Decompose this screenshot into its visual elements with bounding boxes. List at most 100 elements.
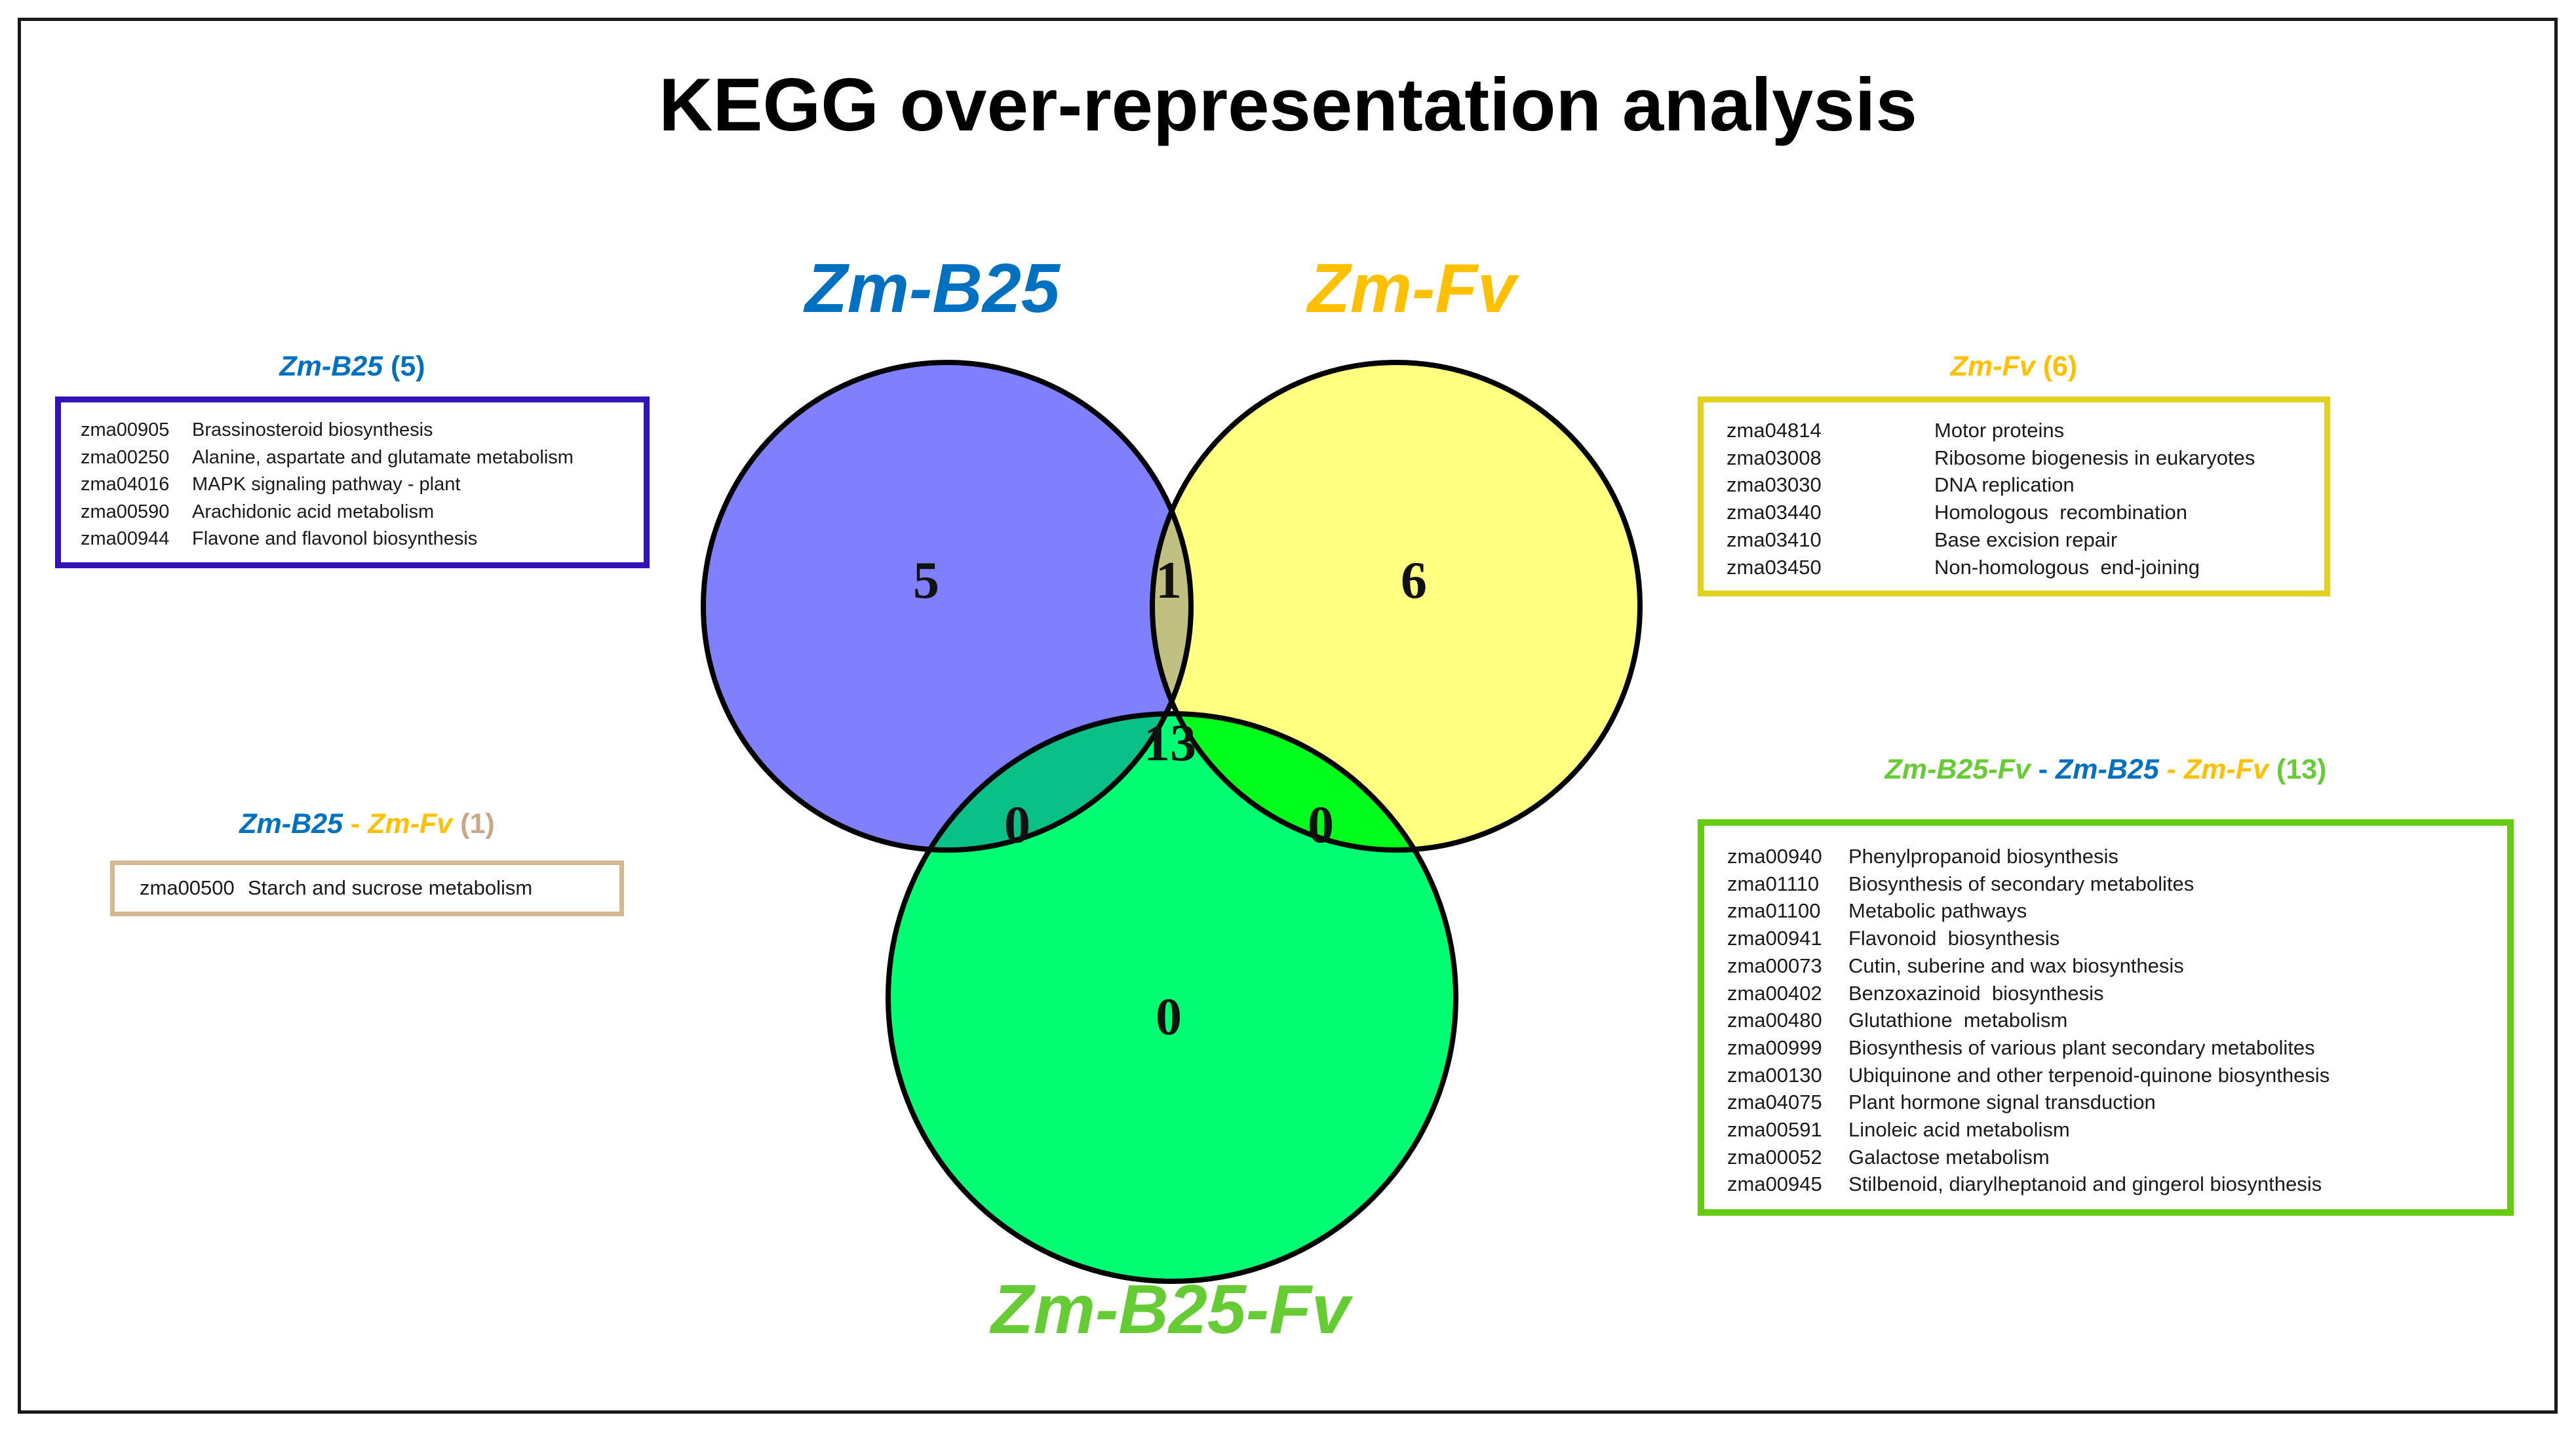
pathway-name: Cutin, suberine and wax biosynthesis — [1848, 954, 2184, 977]
heading-pair-b: Zm-Fv — [368, 808, 453, 840]
pathway-name: Glutathione metabolism — [1848, 1009, 2068, 1032]
box-heading-combined: Zm-B25-Fv - Zm-B25 - Zm-Fv (13) — [1698, 754, 2514, 786]
pathway-name: DNA replication — [1934, 473, 2075, 497]
pathway-name: Starch and sucrose metabolism — [248, 876, 533, 899]
heading-pair-count: (1) — [460, 808, 495, 840]
count-b25fv-only: 0 — [1156, 988, 1182, 1046]
pathway-name: Base excision repair — [1934, 528, 2118, 551]
pathway-name: Non-homologous end-joining — [1934, 555, 2200, 579]
pathway-name: Galactose metabolism — [1848, 1145, 2050, 1169]
pathway-id: zma03440 — [1727, 501, 1822, 524]
pathway-id: zma00905 — [81, 419, 170, 440]
pathway-id: zma00945 — [1727, 1172, 1822, 1196]
pathway-row: zma00944 Flavone and flavonol biosynthesi… — [81, 526, 628, 553]
figure-frame — [18, 18, 2558, 1414]
pathway-name: Phenylpropanoid biosynthesis — [1848, 845, 2118, 868]
count-fv-only: 6 — [1401, 552, 1427, 610]
pathway-row: zma00250 Alanine, aspartate and glutamate… — [81, 444, 628, 472]
heading-combined-b: Zm-B25 — [2056, 754, 2159, 785]
heading-combined-sep1: - — [2030, 754, 2056, 785]
pathway-id: zma00591 — [1727, 1118, 1822, 1142]
pathway-id: zma00130 — [1727, 1063, 1822, 1087]
heading-combined-sep2: - — [2158, 754, 2184, 785]
pathway-box-pair: zma00500 Starch and sucrose metabolism — [110, 861, 624, 916]
outline-fv — [1150, 360, 1643, 853]
heading-b25-name: Zm-B25 — [279, 351, 383, 382]
pathway-id: zma04075 — [1727, 1091, 1822, 1114]
pathway-id: zma00250 — [81, 446, 170, 468]
pathway-name: Biosynthesis of various plant secondary … — [1848, 1036, 2315, 1059]
count-all: 13 — [1144, 714, 1196, 772]
count-b25-b25fv: 0 — [1004, 796, 1030, 854]
pathway-id: zma03008 — [1727, 446, 1822, 469]
pathway-id: zma03030 — [1727, 473, 1822, 497]
pathway-name: Biosynthesis of secondary metabolites — [1848, 872, 2195, 895]
pathway-id: zma00480 — [1727, 1009, 1822, 1032]
pathway-row: zma01110 Biosynthesis of secondary metabo… — [1727, 870, 2491, 898]
heading-fv-count: (6) — [2042, 351, 2078, 382]
heading-combined-c: Zm-Fv — [2183, 754, 2269, 785]
pathway-id: zma00999 — [1727, 1036, 1822, 1059]
pathway-name: Arachidonic acid metabolism — [192, 501, 435, 522]
pathway-row: zma00480 Glutathione metabolism — [1727, 1007, 2491, 1034]
pathway-id: zma04814 — [1727, 419, 1822, 442]
pathway-name: Metabolic pathways — [1848, 899, 2027, 923]
box-heading-b25: Zm-B25 (5) — [55, 351, 650, 383]
set-circle-fv — [1152, 362, 1640, 850]
pathway-name: MAPK signaling pathway - plant — [192, 474, 461, 495]
count-fv-b25fv: 0 — [1308, 796, 1334, 854]
pathway-row: zma03030 DNA replication — [1727, 471, 2309, 499]
count-b25-fv: 1 — [1156, 552, 1182, 610]
set-label-fv: Zm-Fv — [1308, 250, 1516, 327]
pathway-id: zma00402 — [1727, 981, 1822, 1005]
pathway-id: zma00590 — [81, 501, 170, 522]
count-b25-only: 5 — [913, 552, 939, 610]
pathway-row: zma00999 Biosynthesis of various plant se… — [1727, 1034, 2491, 1062]
pathway-id: zma01110 — [1727, 872, 1820, 895]
pathway-row: zma01100 Metabolic pathways — [1727, 897, 2491, 925]
figure-title: KEGG over-representation analysis — [659, 64, 1917, 147]
pathway-id: zma00944 — [81, 528, 170, 549]
pathway-name: Alanine, aspartate and glutamate metabol… — [192, 446, 574, 468]
outline-b25 — [701, 360, 1194, 853]
pathway-row: zma00905 Brassinosteroid biosynthesis — [81, 417, 628, 444]
pathway-id: zma00941 — [1727, 927, 1822, 950]
pathway-id: zma00940 — [1727, 845, 1822, 868]
pathway-row: zma00940 Phenylpropanoid biosynthesis — [1727, 843, 2491, 870]
pathway-name: Flavonoid biosynthesis — [1848, 927, 2060, 950]
heading-fv-name: Zm-Fv — [1950, 351, 2035, 382]
heading-combined-a: Zm-B25-Fv — [1884, 754, 2031, 785]
pathway-name: Ribosome biogenesis in eukaryotes — [1934, 446, 2255, 469]
pathway-id: zma01100 — [1727, 899, 1821, 923]
pathway-row: zma00590 Arachidonic acid metabolism — [81, 499, 628, 526]
pathway-name: Brassinosteroid biosynthesis — [192, 419, 433, 440]
heading-combined-count: (13) — [2276, 754, 2327, 785]
pathway-name: Linoleic acid metabolism — [1848, 1118, 2070, 1142]
pathway-id: zma00052 — [1727, 1145, 1822, 1169]
pathway-id: zma00500 — [140, 876, 235, 899]
pathway-row: zma00945 Stilbenoid, diarylheptanoid and … — [1727, 1171, 2491, 1198]
set-circle-b25 — [703, 362, 1191, 850]
heading-b25-count: (5) — [391, 351, 425, 382]
pathway-name: Flavone and flavonol biosynthesis — [192, 528, 478, 549]
pathway-id: zma00073 — [1727, 954, 1822, 977]
heading-pair-a: Zm-B25 — [239, 808, 343, 840]
pathway-row: zma00500 Starch and sucrose metabolism — [140, 874, 604, 902]
box-heading-pair: Zm-B25 - Zm-Fv (1) — [110, 808, 624, 840]
box-heading-fv: Zm-Fv (6) — [1698, 351, 2330, 383]
pathway-row: zma00052 Galactose metabolism — [1727, 1144, 2491, 1171]
pathway-id: zma03410 — [1727, 528, 1822, 551]
pathway-row: zma03410 Base excision repair — [1727, 526, 2309, 554]
pathway-row: zma00941 Flavonoid biosynthesis — [1727, 925, 2491, 952]
outline-b25fv — [886, 711, 1458, 1284]
pathway-name: Stilbenoid, diarylheptanoid and gingerol… — [1848, 1172, 2322, 1196]
